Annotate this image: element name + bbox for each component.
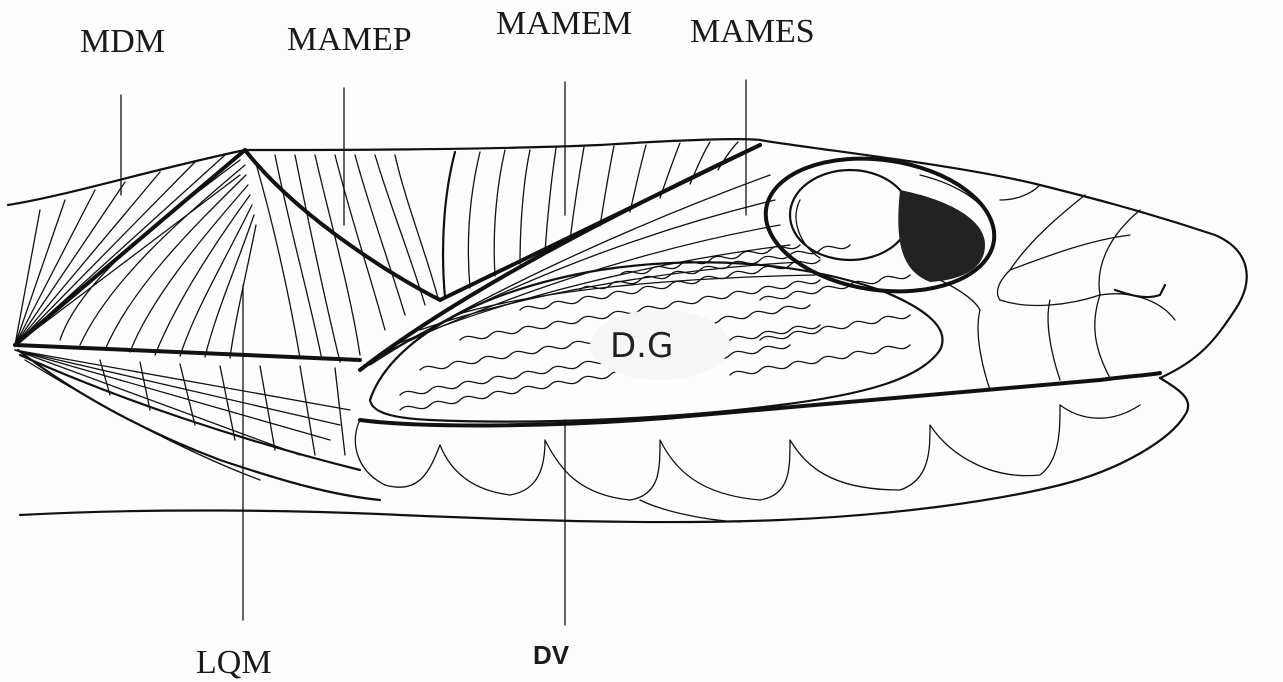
label-mamem: MAMEM (496, 5, 632, 42)
gland-label: D.G (610, 326, 673, 366)
label-mdm: MDM (80, 23, 165, 60)
label-mamep: MAMEP (287, 21, 412, 58)
label-dv: DV (533, 640, 570, 670)
mamep-muscle (60, 142, 760, 455)
label-lqm: LQM (196, 644, 272, 681)
duvernoy-gland: D.G (370, 245, 943, 422)
mames-muscle (360, 145, 815, 370)
head-scales (355, 185, 1175, 522)
label-mames: MAMES (690, 13, 815, 50)
mdm-muscle (15, 150, 360, 470)
eye (757, 145, 1003, 306)
